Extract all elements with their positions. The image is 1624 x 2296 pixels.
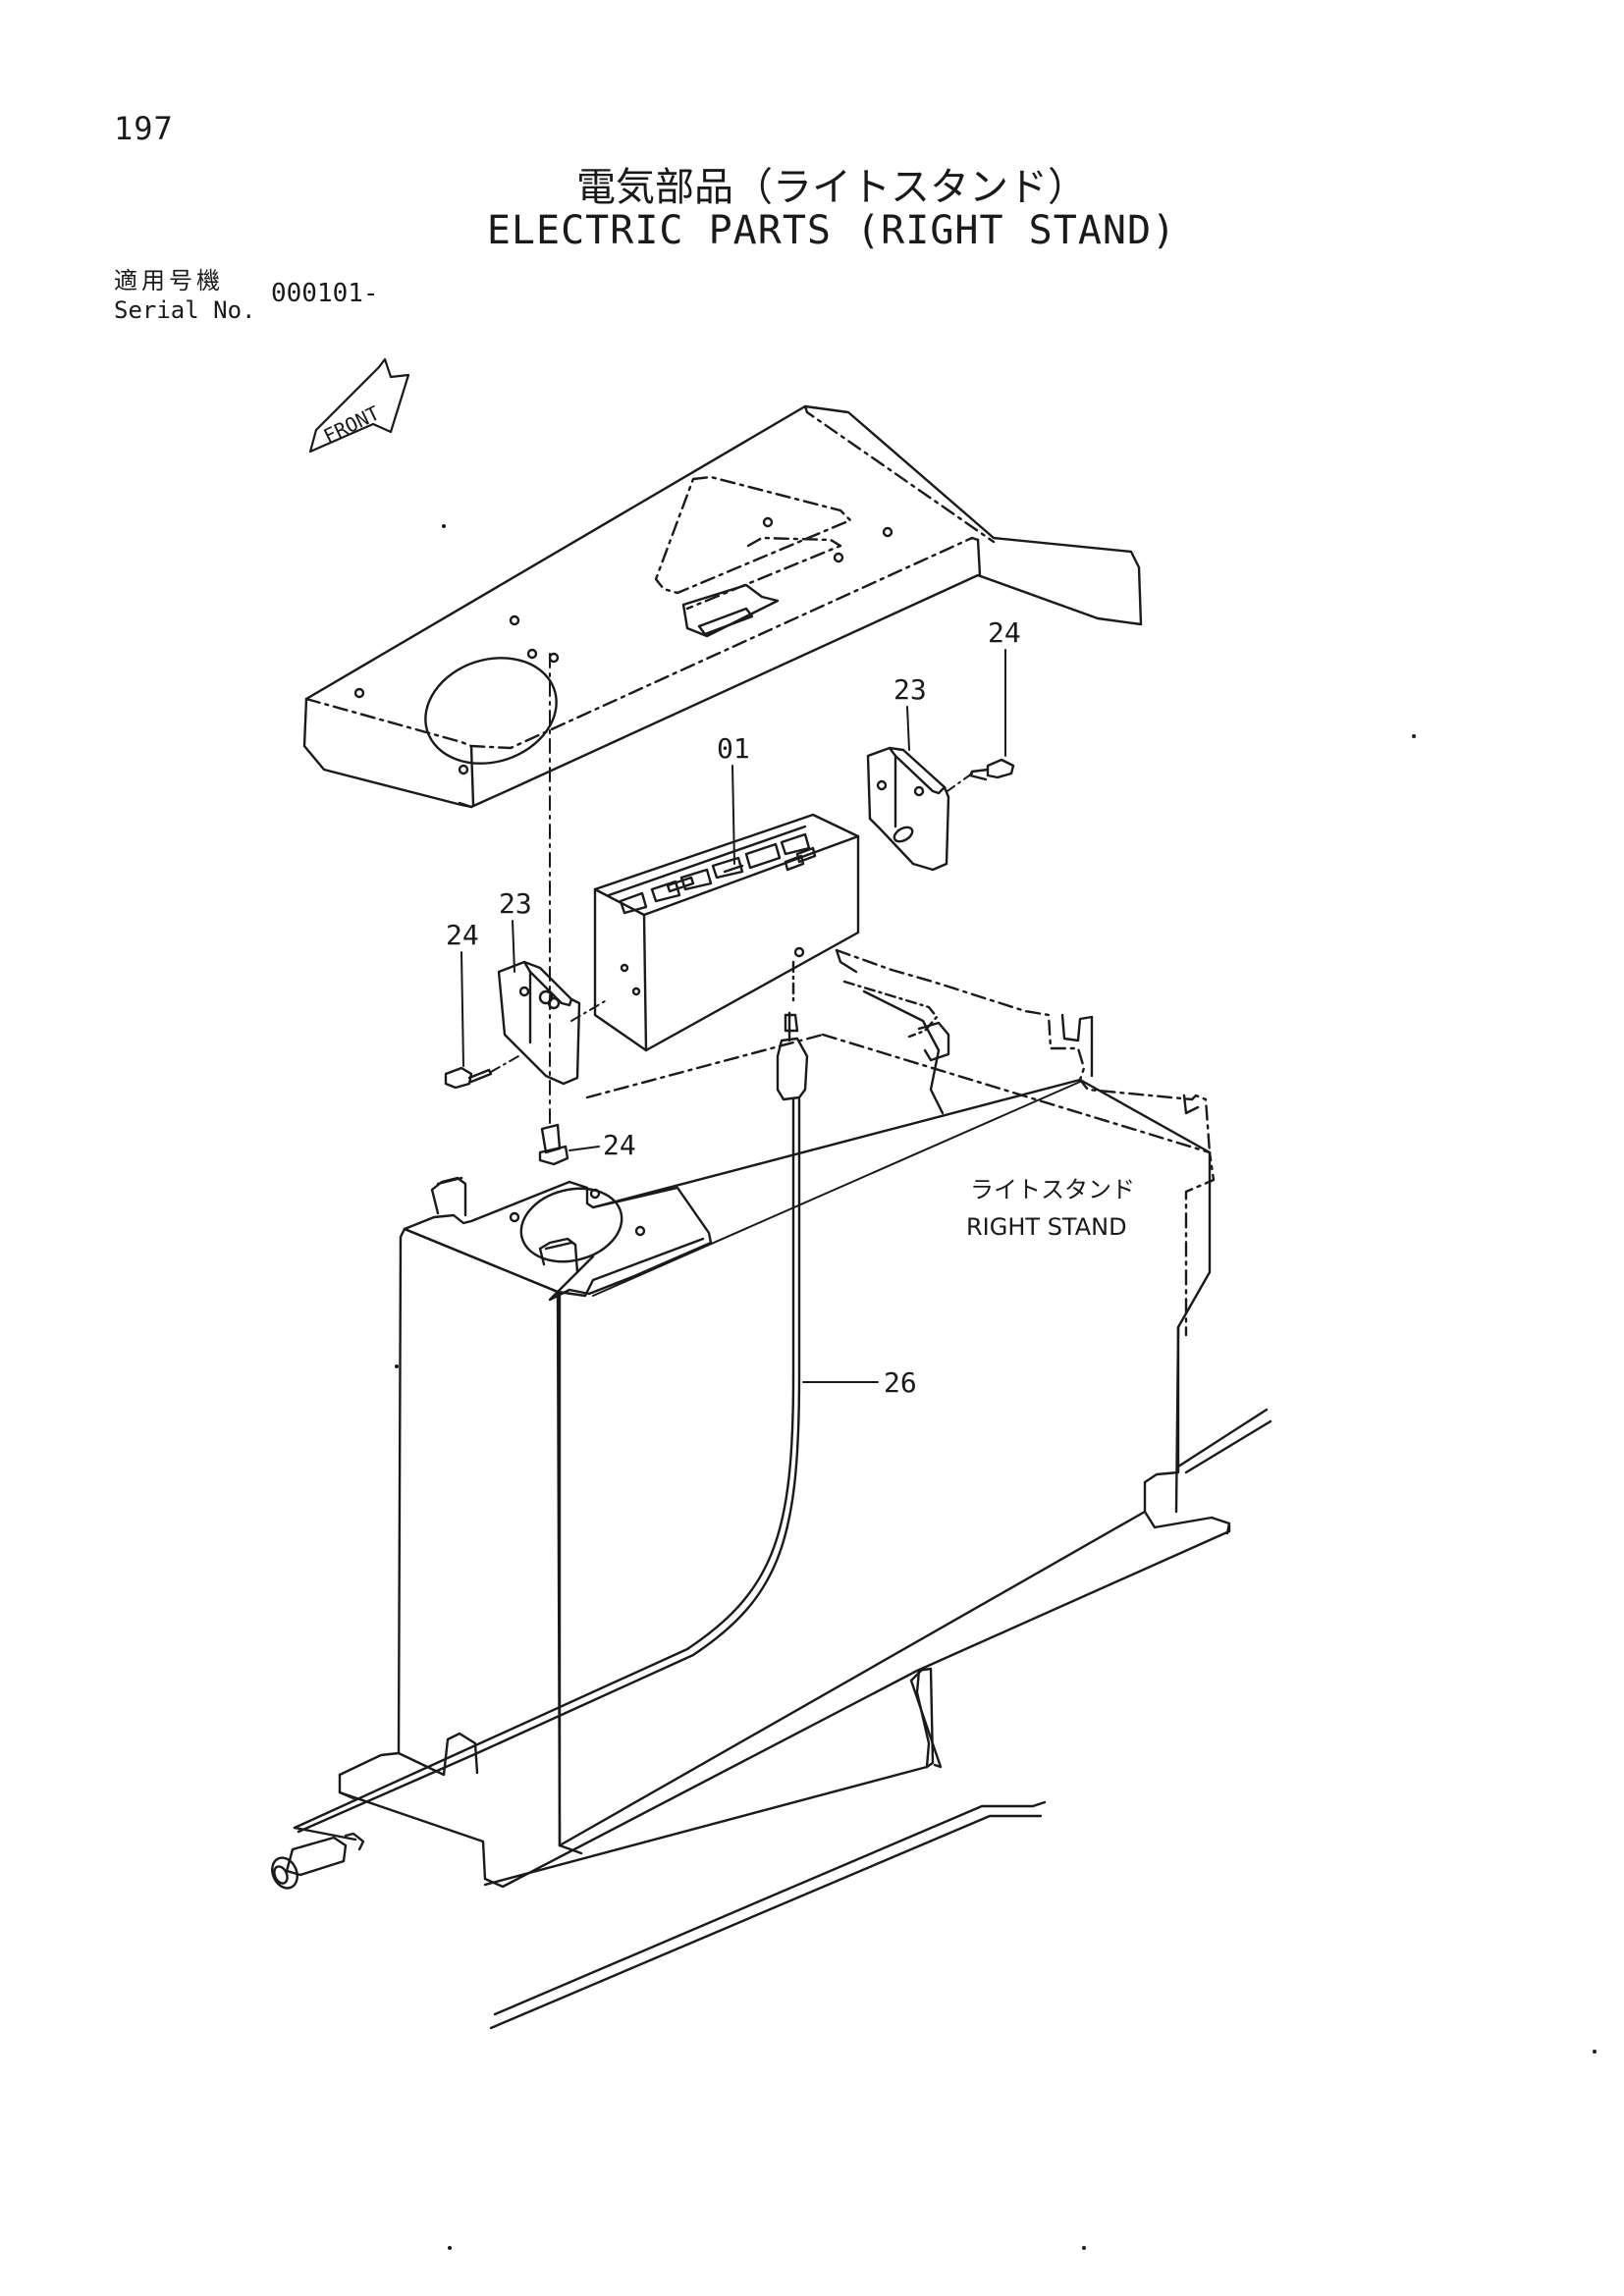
front-direction-arrow: FRONT <box>308 357 410 454</box>
screw-right <box>968 758 1015 781</box>
serial-label-english: Serial No. <box>114 296 256 324</box>
page-title-japanese: 電気部品（ライトスタンド） <box>576 165 1087 210</box>
callout-screw-lower: 24 <box>603 1129 636 1161</box>
screw-left <box>444 1066 493 1090</box>
bracket-right <box>866 746 950 872</box>
page-number: 197 <box>114 110 174 147</box>
wire-harness <box>271 1011 809 1890</box>
bracket-left <box>497 960 581 1086</box>
stand-label-english: RIGHT STAND <box>966 1213 1127 1241</box>
right-stand-body <box>338 948 1272 2030</box>
serial-number-range: 000101- <box>271 279 379 308</box>
callout-bracket-left: 23 <box>499 887 532 920</box>
serial-label-japanese: 適用号機 <box>114 267 224 294</box>
callout-screw-left: 24 <box>446 919 479 951</box>
callout-controller: 01 <box>717 732 750 765</box>
screw-lower <box>538 1123 569 1166</box>
upper-cover-plate <box>302 404 1143 809</box>
callout-harness: 26 <box>884 1366 917 1399</box>
scan-specks <box>395 524 1597 2250</box>
front-arrow-label: FRONT <box>320 401 384 449</box>
callout-bracket-right: 23 <box>893 673 927 706</box>
controller-unit <box>593 813 860 1052</box>
page-title-english: ELECTRIC PARTS (RIGHT STAND) <box>486 208 1177 253</box>
stand-label-japanese: ライトスタンド <box>970 1176 1135 1203</box>
callout-screw-right: 24 <box>988 616 1021 649</box>
